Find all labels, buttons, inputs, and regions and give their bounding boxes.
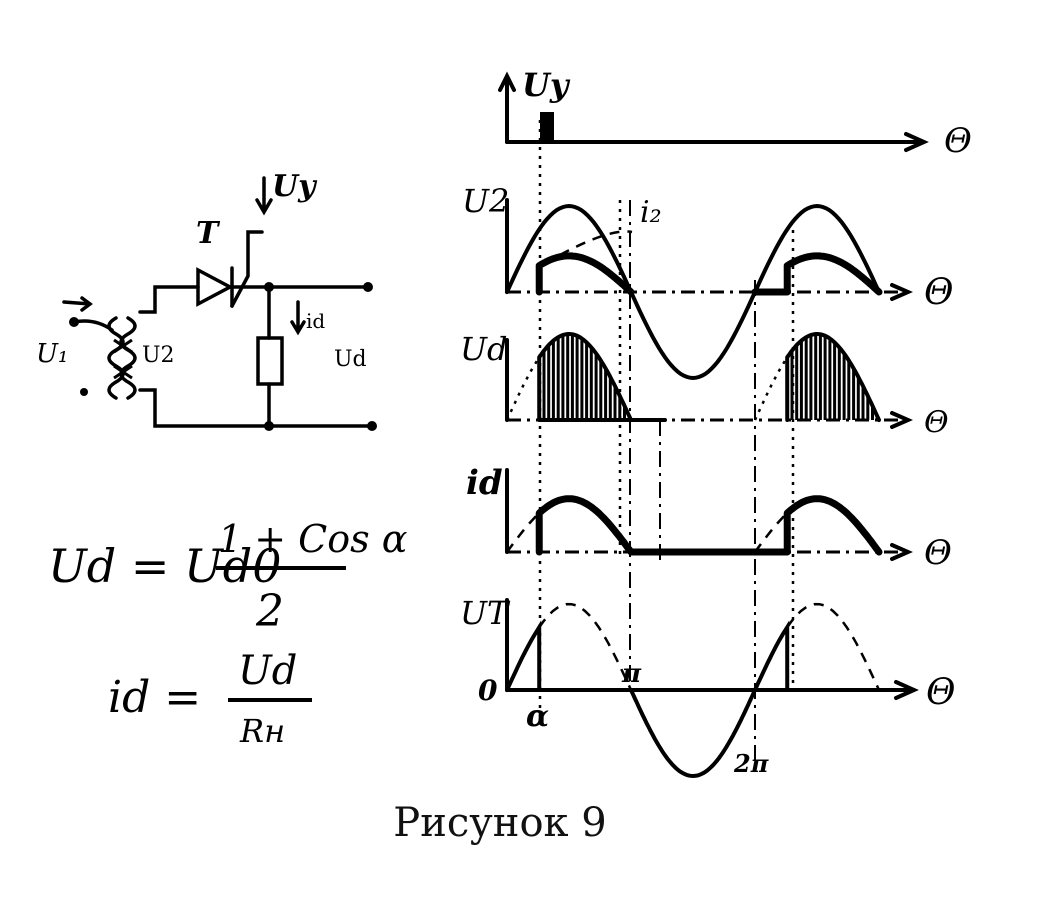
control-arrow [255,176,273,216]
output-terminal-top [363,282,373,292]
rectified-voltage-wave [537,332,881,422]
load-resistor [256,336,284,386]
output-terminal-bottom [367,421,377,431]
secondary-voltage-label: U2 [142,343,175,368]
formula1-denominator: 2 [255,586,284,637]
thyristor-voltage-wave [505,620,790,779]
plot4-x-label: Θ [924,533,952,573]
primary-lead [72,319,114,332]
plot2-x-arrow [890,283,913,301]
plot-secondary-voltage: U2 i₂ Θ [462,182,954,381]
current-arrow [290,300,306,336]
formula1-numerator: 1 + Cos α [218,517,407,561]
transformer-core-cross [113,338,133,380]
plot3-x-label: Θ [924,405,949,440]
secondary-voltage-wave [505,203,881,381]
plot-rectified-voltage: Ud Θ [460,330,949,440]
secondary-current-pulse [535,252,883,296]
tick-alpha: α [526,699,549,734]
load-current-wave [535,495,883,556]
secondary-current-dashed [559,230,633,257]
tick-origin: 0 [478,674,498,707]
plot5-x-label: Θ [926,672,956,713]
thyristor-label: T [196,216,221,251]
input-arrow [62,296,93,312]
load-current-label: id [306,309,325,333]
thyristor-voltage-dashed [538,602,881,691]
formula2-denominator: Rн [239,712,285,750]
plot2-extra-label: i₂ [640,195,662,230]
plot1-x-arrow [904,132,929,152]
load-current-dashed [505,512,789,553]
circuit-schematic: T Uу U₁ U2 id Ud [36,169,377,431]
formula-output-voltage: Ud = Ud0 1 + Cos α 2 [48,517,407,637]
tick-two-pi: 2π [733,749,769,778]
transformer-secondary-winding [119,316,137,400]
input-voltage-label: U₁ [36,339,68,369]
wire-bottom [138,388,374,428]
rectified-voltage-dashed [505,356,789,421]
input-terminal-bottom [80,388,88,396]
plot4-x-arrow [890,543,913,561]
waveform-plots: Uу Θ U2 i₂ Θ Ud Θ [460,66,972,779]
formula-load-current: id = Ud Rн [108,648,312,750]
plot-load-current: id Θ [466,463,952,573]
formula2-lhs: id = [108,672,201,723]
plot3-x-arrow [890,411,913,429]
plot4-y-label: id [466,463,503,503]
thyristor-gate [230,230,264,308]
plot-control-pulse: Uу Θ [498,66,972,161]
control-signal-label: Uу [272,169,318,204]
wire-top-left [138,285,200,314]
plot2-y-label: U2 [462,182,509,220]
plot5-x-arrow [894,680,919,700]
formula2-numerator: Ud [238,648,297,694]
plot1-y-label: Uу [522,66,571,104]
tick-pi: π [621,659,642,689]
control-pulse [540,112,554,142]
thyristor-symbol [196,266,234,308]
plot5-y-label: UT [460,594,511,632]
transformer-primary-winding [107,316,125,400]
plot-thyristor-voltage: UT Θ 0 α π 2π [460,594,956,779]
plot1-y-arrow [498,71,516,92]
junction-bottom [264,421,274,431]
plot1-x-label: Θ [944,121,972,161]
output-voltage-label: Ud [334,347,367,372]
plot2-x-label: Θ [924,272,954,313]
figure-caption: Рисунок 9 [393,800,607,846]
plot3-y-label: Ud [460,330,507,368]
